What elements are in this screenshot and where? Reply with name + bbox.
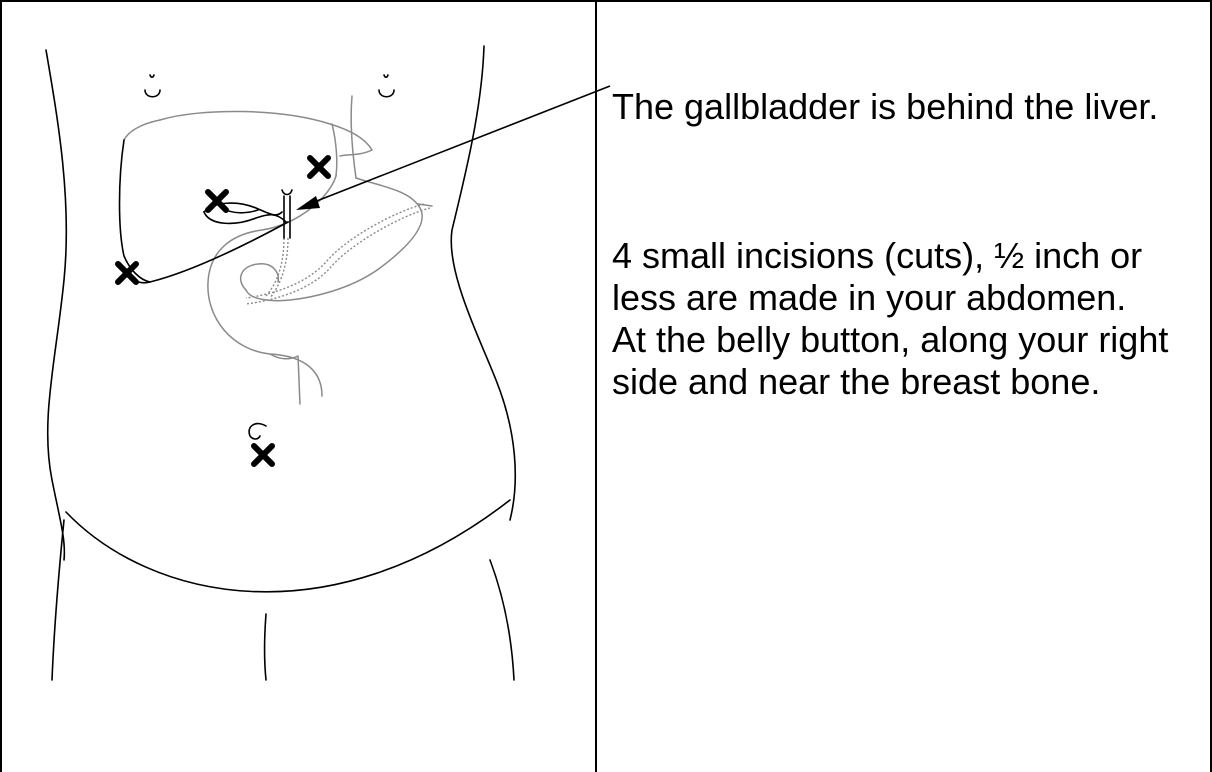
nipple-icons bbox=[145, 75, 394, 97]
torso-outline bbox=[46, 46, 515, 680]
belly-button-icon bbox=[249, 424, 266, 439]
incision-caption: 4 small incisions (cuts), ½ inch or less… bbox=[612, 235, 1168, 403]
incision-caption-line: 4 small incisions (cuts), ½ inch or bbox=[612, 235, 1168, 277]
liver-outline bbox=[160, 111, 372, 156]
x-mark-icon bbox=[118, 264, 136, 282]
x-mark-icon bbox=[254, 446, 272, 464]
x-mark-icon bbox=[310, 158, 328, 176]
incision-caption-line: less are made in your abdomen. bbox=[612, 277, 1168, 319]
incision-caption-line: side and near the breast bone. bbox=[612, 361, 1168, 403]
gallbladder-caption: The gallbladder is behind the liver. bbox=[612, 86, 1158, 128]
esophagus-outline bbox=[332, 96, 356, 178]
incision-caption-line: At the belly button, along your right bbox=[612, 319, 1168, 361]
organ-outlines bbox=[124, 96, 432, 404]
pointer-arrow bbox=[296, 86, 610, 210]
x-mark-icon bbox=[208, 192, 226, 210]
